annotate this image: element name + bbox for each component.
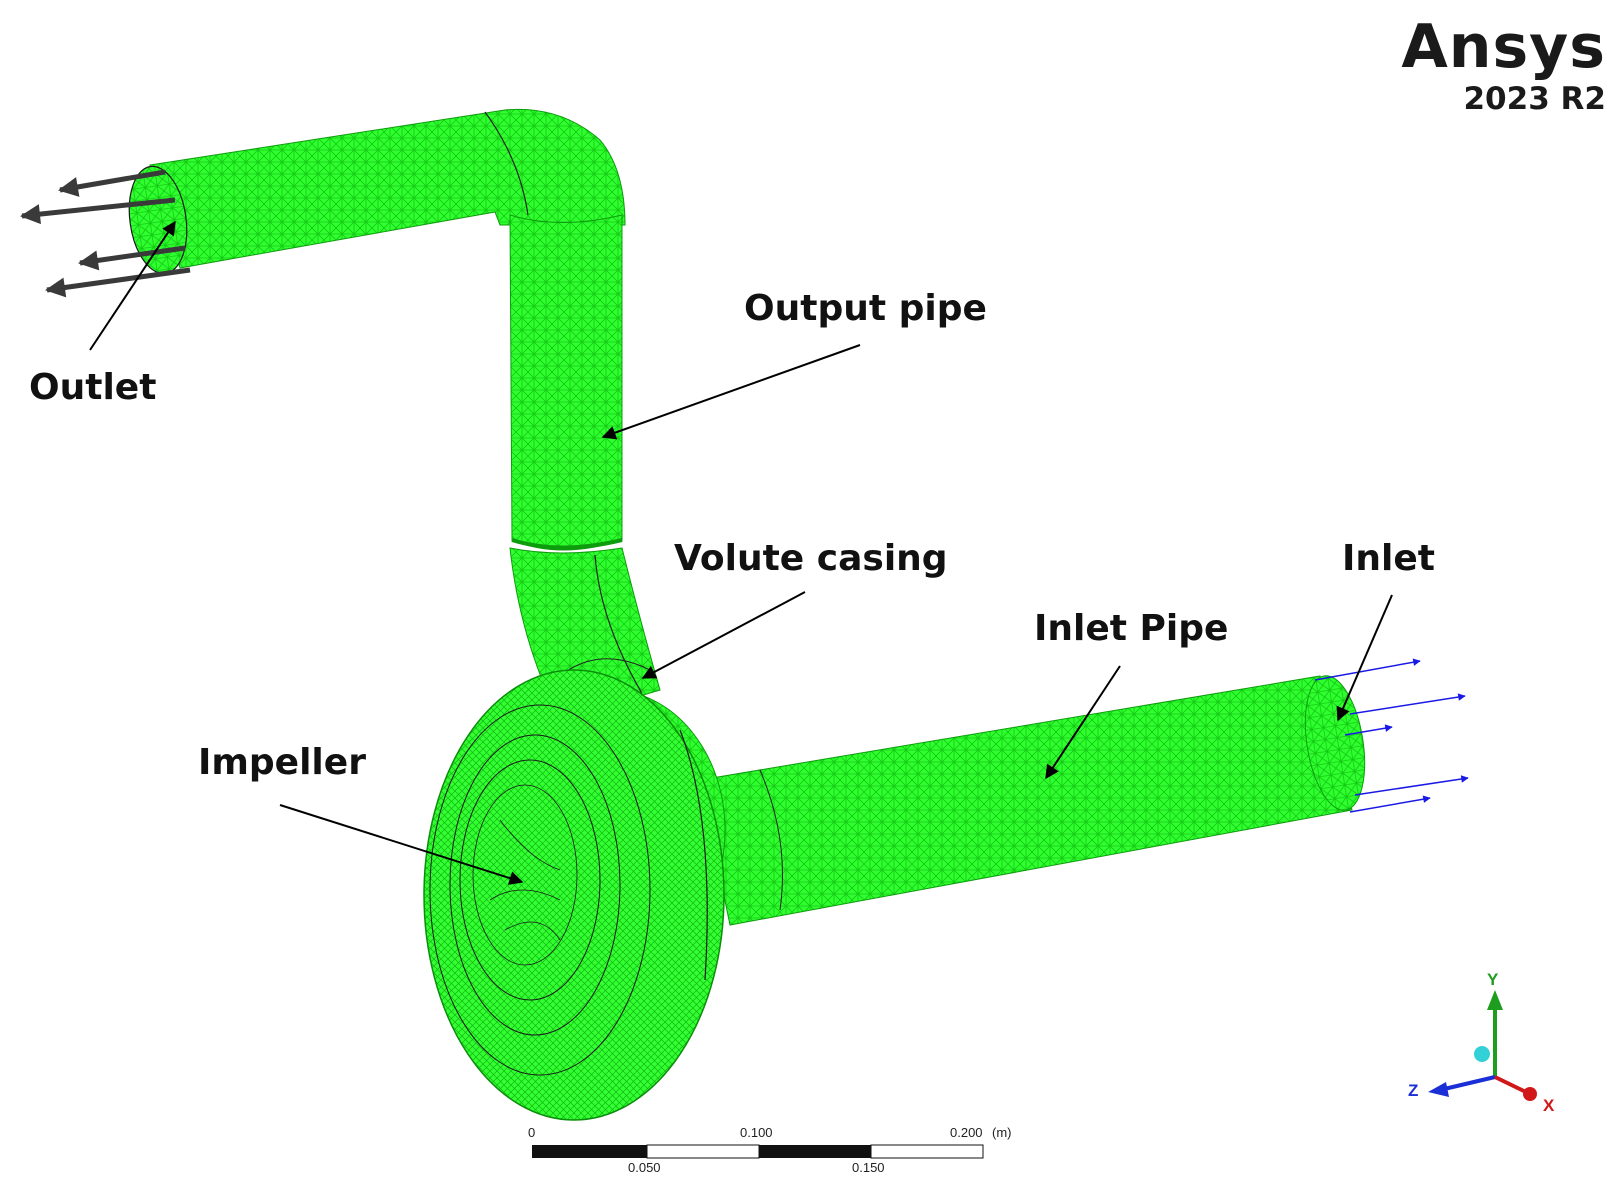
axis-label-x: X <box>1543 1096 1555 1115</box>
scale-bar <box>532 1144 984 1159</box>
z-axis-arrow <box>1428 1082 1449 1097</box>
brand-version: 2023 R2 <box>1463 81 1606 117</box>
scale-tick-0: 0 <box>528 1125 536 1140</box>
scale-tick-0050: 0.050 <box>628 1160 661 1175</box>
scale-tick-0150: 0.150 <box>852 1160 885 1175</box>
callout-leaders <box>89 220 1393 885</box>
axis-label-y: Y <box>1487 970 1499 989</box>
scale-tick-0200: 0.200 <box>950 1125 983 1140</box>
label-output-pipe: Output pipe <box>744 288 987 329</box>
origin-ball <box>1474 1046 1490 1062</box>
ansys-brand: Ansys 2023 R2 <box>1401 14 1606 116</box>
scale-tick-0100: 0.100 <box>740 1125 773 1140</box>
label-outlet: Outlet <box>29 367 157 408</box>
label-inlet-pipe: Inlet Pipe <box>1034 608 1229 649</box>
label-impeller: Impeller <box>198 742 366 783</box>
axis-label-z: Z <box>1408 1081 1419 1100</box>
scale-unit: (m) <box>992 1125 1012 1140</box>
y-axis-arrow <box>1487 990 1503 1010</box>
inlet-flow-arrows <box>1314 658 1469 813</box>
axis-triad <box>1428 990 1537 1101</box>
output-pipe-horizontal <box>149 108 626 269</box>
x-axis-tip <box>1523 1087 1537 1101</box>
label-inlet: Inlet <box>1342 538 1435 579</box>
output-pipe-vertical <box>509 214 623 551</box>
label-volute-casing: Volute casing <box>674 538 948 579</box>
inlet-pipe <box>699 675 1366 926</box>
outlet-flow-arrows <box>20 169 191 298</box>
brand-name: Ansys <box>1401 12 1606 82</box>
impeller-disk <box>423 669 725 1121</box>
